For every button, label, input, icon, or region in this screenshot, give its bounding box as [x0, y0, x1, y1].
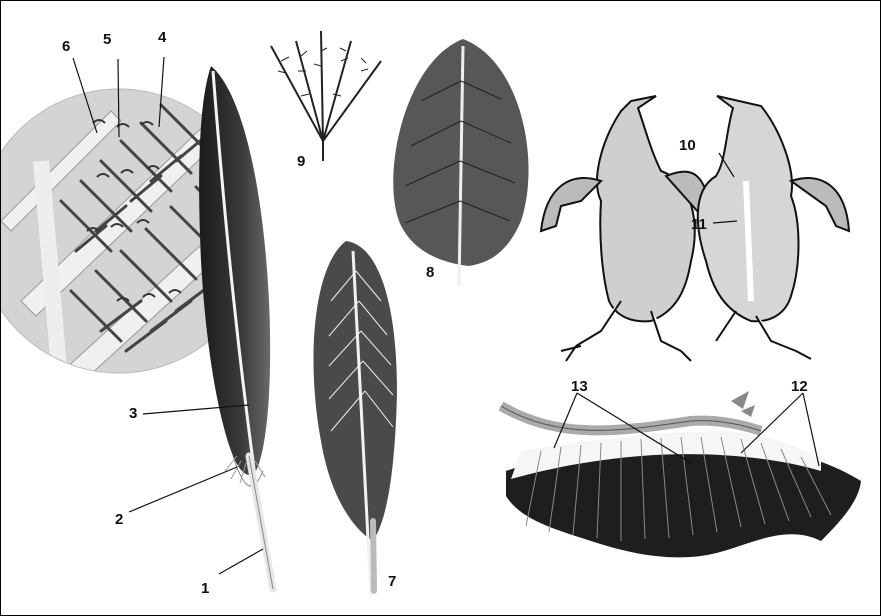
label-11: 11 — [691, 217, 707, 232]
label-1: 1 — [201, 581, 209, 596]
semiplume-feather — [313, 241, 396, 596]
label-5: 5 — [103, 32, 111, 47]
label-8: 8 — [426, 265, 434, 280]
label-9: 9 — [297, 154, 305, 169]
wing-diagram — [501, 391, 861, 557]
label-12: 12 — [791, 379, 808, 394]
label-3: 3 — [129, 406, 137, 421]
label-7: 7 — [388, 574, 396, 589]
label-10: 10 — [679, 138, 696, 153]
contour-feather — [393, 39, 528, 286]
label-2: 2 — [115, 512, 123, 527]
label-6: 6 — [62, 39, 70, 54]
down-feather — [271, 31, 381, 161]
label-13: 13 — [571, 379, 588, 394]
label-4: 4 — [158, 30, 166, 45]
flight-feather — [199, 66, 273, 589]
